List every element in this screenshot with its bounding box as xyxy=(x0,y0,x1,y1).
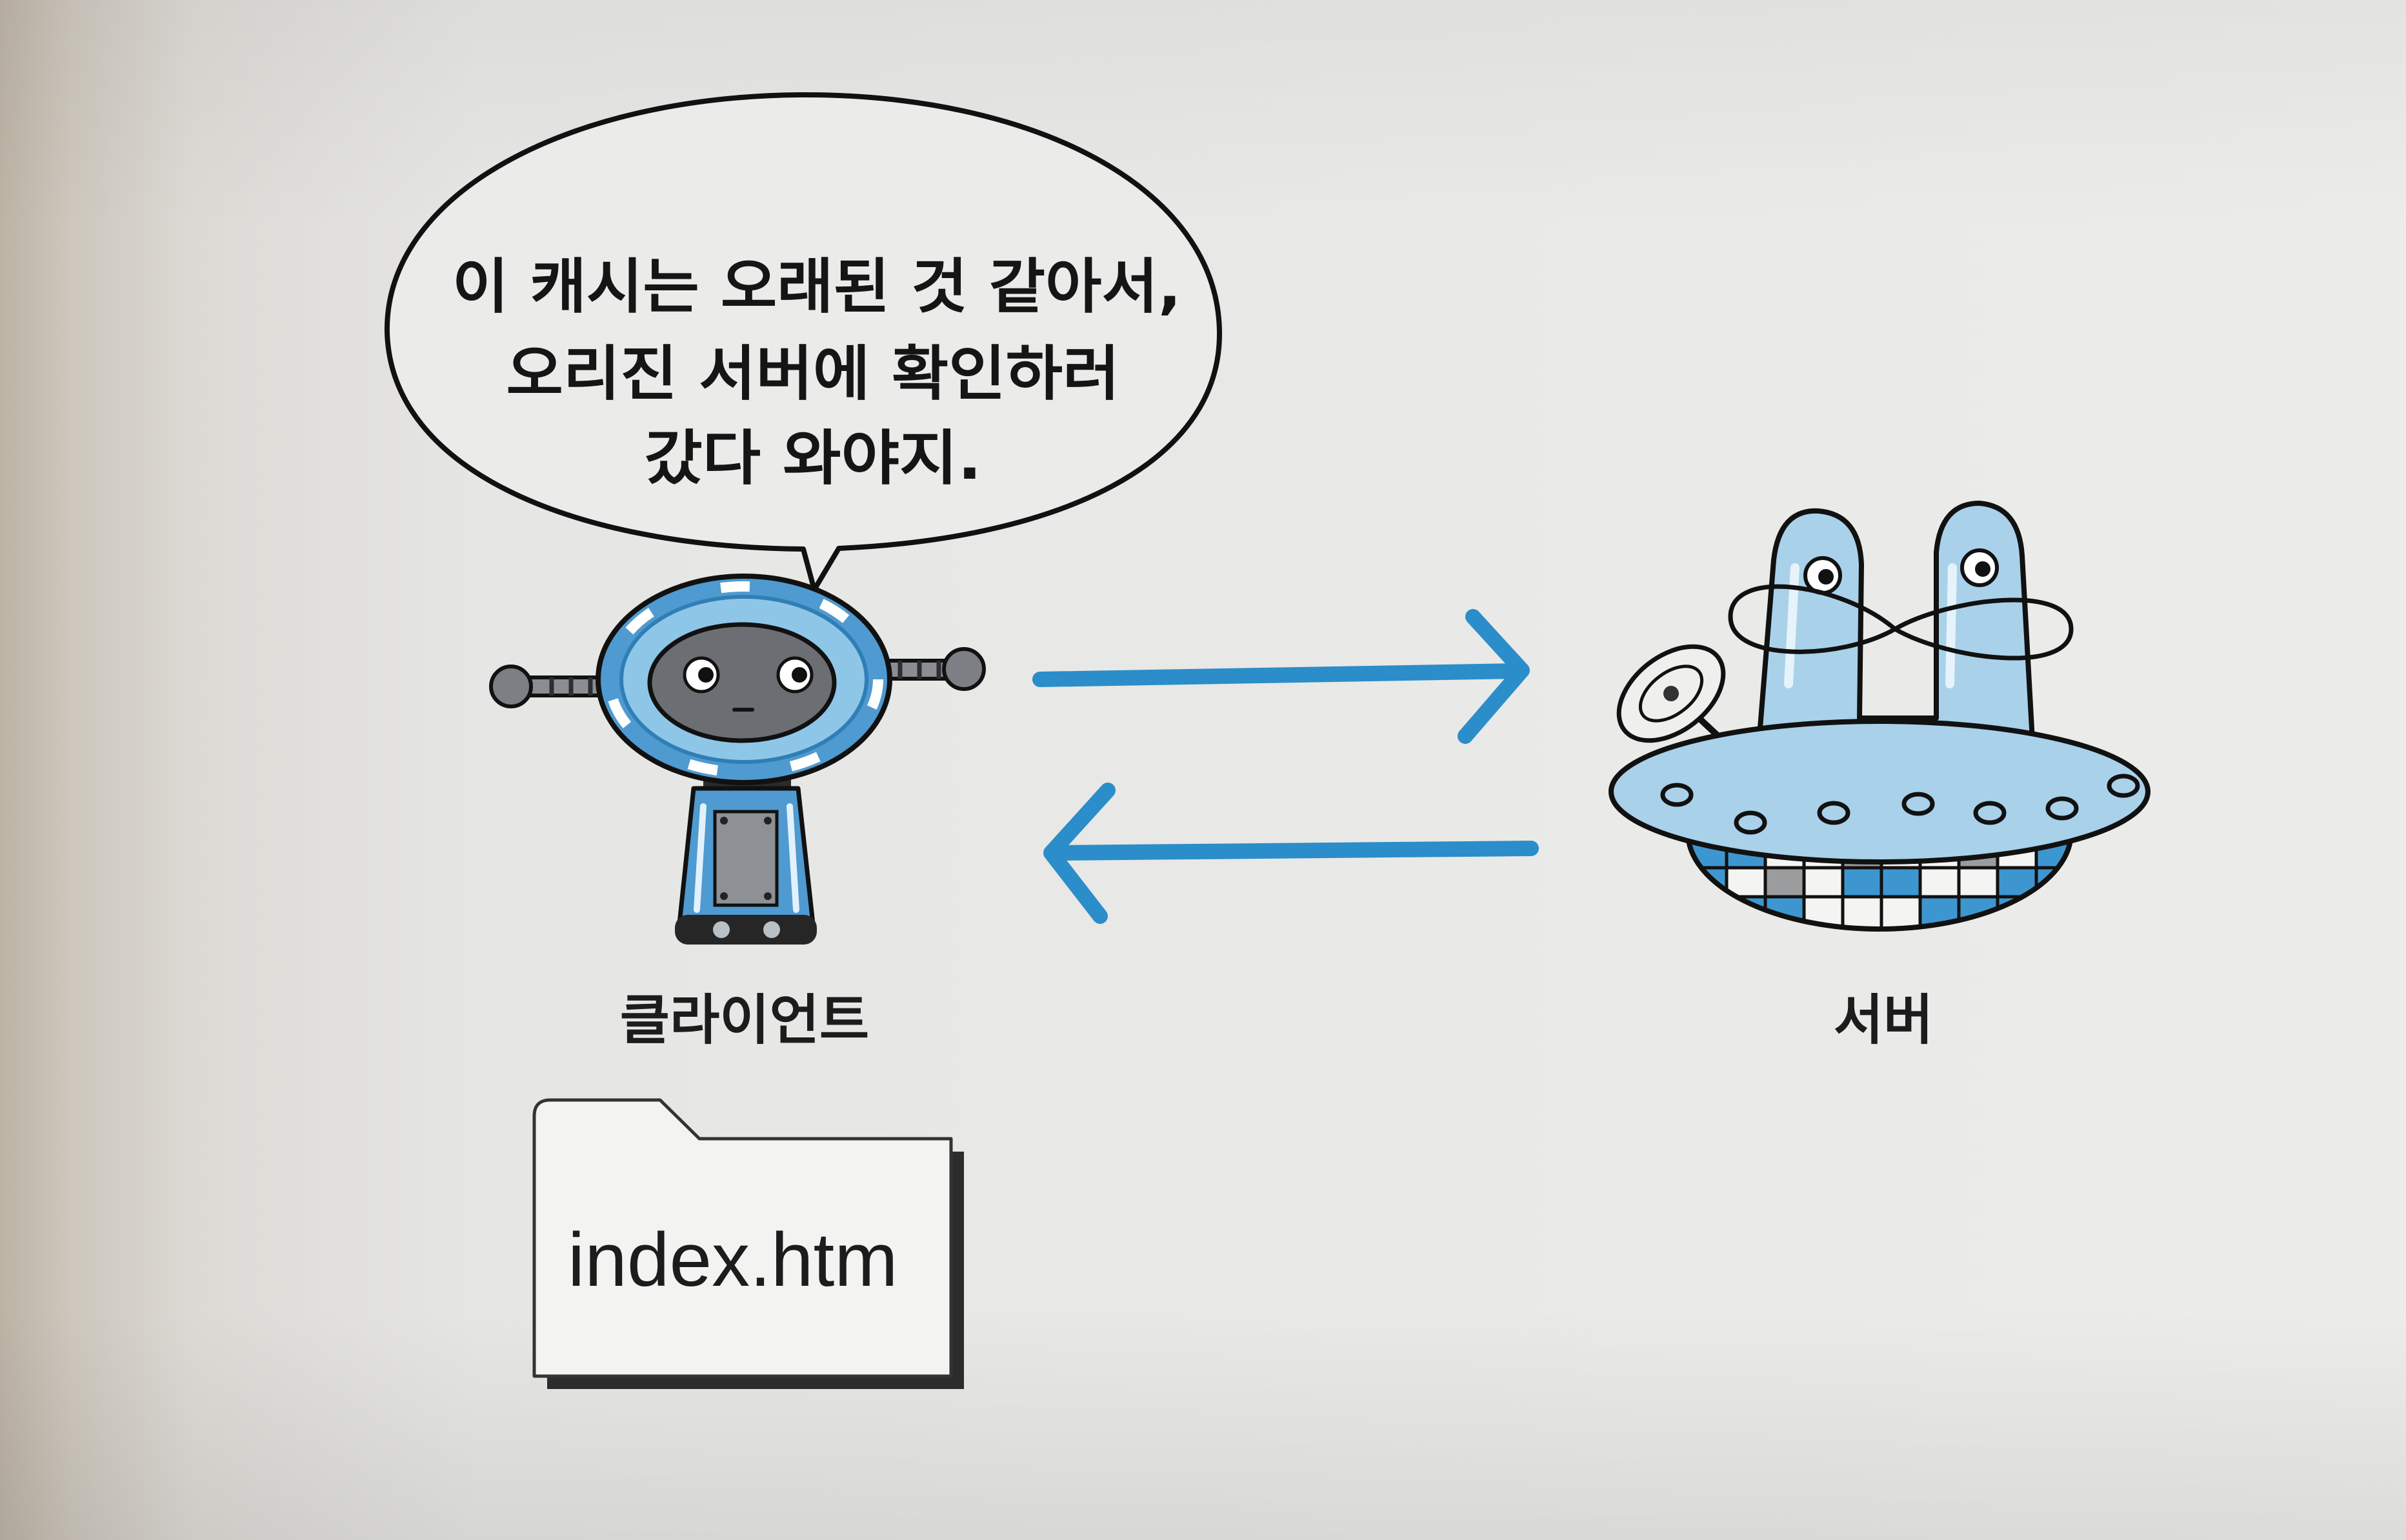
robot-head xyxy=(596,574,892,785)
robot-torso-highlights xyxy=(694,803,799,913)
arrow-right-icon xyxy=(1032,609,1530,744)
robot-head-dashes xyxy=(605,581,883,777)
speech-line-1: 이 캐시는 오래된 것 같아서, xyxy=(452,252,1181,321)
robot-chest-rivets xyxy=(720,817,772,900)
robot-base-bolt xyxy=(763,921,780,938)
rivet xyxy=(764,892,772,900)
eye-pupil xyxy=(1975,561,1990,577)
ufo-orbit-ring xyxy=(1728,584,2074,661)
porthole xyxy=(1660,783,1694,807)
arrow-right-shaft xyxy=(1032,663,1525,687)
robot-right-arm-stripes xyxy=(897,661,941,679)
eye-pupil xyxy=(698,667,714,683)
ufo-right-eye xyxy=(1960,548,1999,587)
robot-chest-plate xyxy=(713,810,779,907)
eye-pupil xyxy=(1818,569,1834,585)
porthole xyxy=(1901,792,1935,816)
ufo-icon xyxy=(1609,501,2150,932)
porthole xyxy=(2045,796,2079,821)
dome-grid xyxy=(1688,832,2071,929)
arrow-left-icon xyxy=(1043,783,1539,924)
porthole xyxy=(1817,801,1850,825)
robot-left-eye xyxy=(683,656,720,694)
rivet xyxy=(720,892,728,900)
satellite-dish-icon xyxy=(1616,644,1726,743)
dome-cell xyxy=(1765,868,1804,897)
arrow-left-head xyxy=(1043,783,1116,924)
robot-body xyxy=(675,774,817,945)
robot-right-eye xyxy=(776,656,814,694)
porthole xyxy=(1973,801,2007,825)
robot-left-hand xyxy=(489,665,533,708)
robot-base-bolt xyxy=(713,921,730,938)
robot-base xyxy=(675,915,817,945)
folder-body xyxy=(532,1098,953,1378)
robot-left-arm-stripes xyxy=(549,677,593,695)
client-label: 클라이언트 xyxy=(620,988,869,1052)
ufo-dome-outline xyxy=(1685,832,2074,932)
eye-pupil xyxy=(792,667,807,683)
arrow-right-head xyxy=(1458,609,1530,744)
robot-right-hand xyxy=(942,647,986,691)
server-label: 서버 xyxy=(1834,988,1934,1052)
porthole xyxy=(1734,810,1767,835)
satellite-dish-knob xyxy=(1663,686,1679,701)
ufo-left-eye xyxy=(1803,556,1842,595)
speech-line-2: 오리진 서버에 확인하러 xyxy=(506,339,1120,408)
ufo-portholes xyxy=(1660,774,2140,835)
file-name: index.htm xyxy=(568,1217,898,1303)
rivet xyxy=(720,817,728,825)
arrow-left-shaft xyxy=(1049,841,1539,861)
speech-line-3: 갔다 와야지. xyxy=(645,424,982,493)
robot-face xyxy=(647,622,837,743)
folder-icon: index.htm xyxy=(532,1098,964,1389)
speech-bubble: 이 캐시는 오래된 것 같아서, 오리진 서버에 확인하러 갔다 와야지. xyxy=(384,92,1223,592)
robot-icon xyxy=(489,574,986,945)
rivet xyxy=(764,817,772,825)
satellite-dish-inner xyxy=(1638,665,1704,723)
porthole xyxy=(2107,774,2140,798)
